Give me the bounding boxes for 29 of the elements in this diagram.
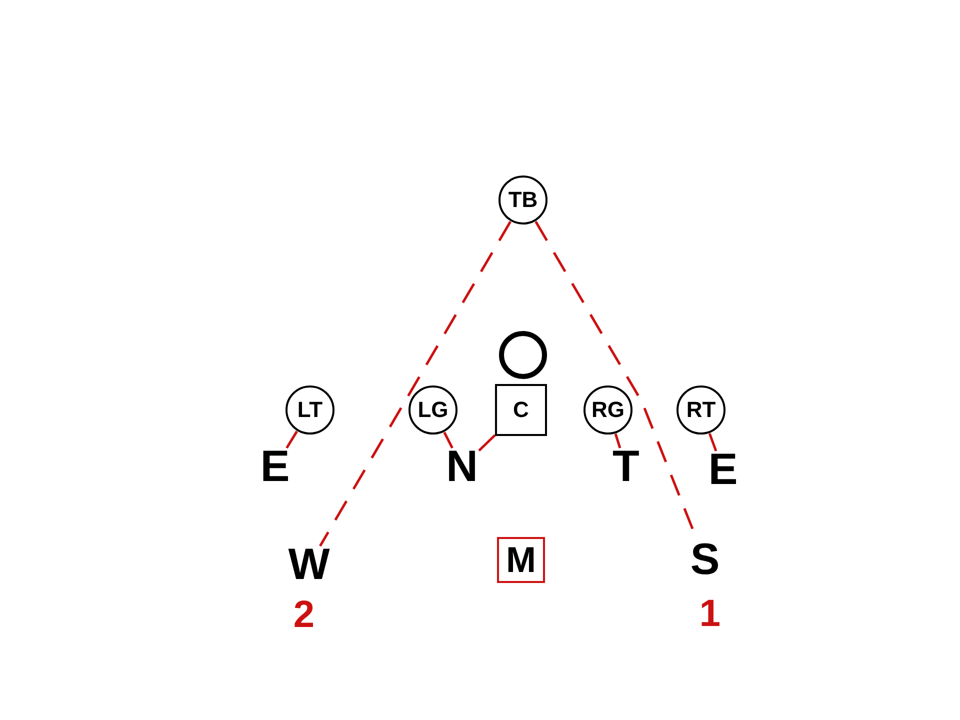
position-label: LG <box>418 399 448 421</box>
coverage-number: 2 <box>292 596 316 634</box>
defender-letter: N <box>445 448 479 486</box>
player-circle <box>498 175 548 225</box>
defender-letter: S <box>689 541 721 579</box>
coverage-number: 1 <box>698 595 722 633</box>
defender-letter: M <box>506 542 536 578</box>
block-line <box>478 434 496 452</box>
block-line <box>286 430 298 449</box>
defender-letter: T <box>611 448 641 486</box>
player-square <box>495 384 547 436</box>
position-label: TB <box>508 189 538 211</box>
block-line <box>708 433 718 452</box>
player-circle <box>583 385 633 435</box>
block-line <box>443 432 454 449</box>
player-circle <box>285 385 335 435</box>
linebacker-box <box>497 537 545 583</box>
position-label: RT <box>686 399 716 421</box>
defender-letter: E <box>259 448 291 486</box>
position-label: RG <box>592 399 624 421</box>
player-circle <box>408 385 458 435</box>
ball-circle <box>498 330 548 380</box>
defender-letter: E <box>707 451 739 489</box>
position-label: LT <box>297 399 323 421</box>
defender-letter: W <box>287 546 331 584</box>
position-label: C <box>513 399 529 421</box>
block-line <box>614 433 622 448</box>
dashed-route-line <box>319 220 512 547</box>
player-circle <box>676 385 726 435</box>
